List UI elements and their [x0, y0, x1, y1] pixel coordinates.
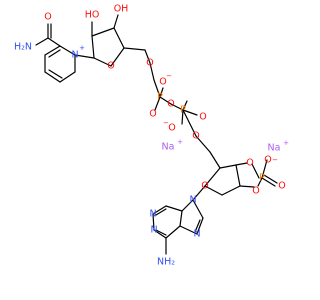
charge-label: −: [163, 119, 169, 127]
atom-label: O: [44, 12, 51, 23]
atom-label: H₂N: [14, 42, 32, 53]
bond: [204, 167, 221, 187]
atom-label: O: [246, 158, 253, 169]
bond: [182, 109, 197, 137]
bond: [149, 62, 155, 81]
atom-label: O: [278, 181, 285, 192]
bond: [155, 229, 167, 236]
bond: [153, 229, 167, 239]
bond: [35, 37, 49, 46]
bond: [261, 159, 268, 179]
bond: [152, 205, 167, 215]
bond: [74, 54, 95, 59]
atom-label: O: [168, 123, 175, 134]
atom-label: P: [180, 105, 186, 116]
bond: [192, 185, 206, 201]
bond: [192, 199, 204, 219]
bond: [144, 49, 151, 64]
atom-label: N: [149, 209, 156, 220]
bond: [91, 27, 115, 37]
charge-label: +: [177, 138, 183, 146]
bond: [159, 96, 172, 105]
bond: [235, 162, 248, 166]
bond: [48, 69, 63, 79]
atom-label: O: [146, 58, 153, 69]
atom-label: O: [149, 109, 156, 120]
bond: [179, 210, 183, 227]
atom-label: O: [107, 61, 114, 72]
atom-label: O: [159, 77, 166, 88]
charge-label: +: [79, 44, 85, 52]
bond: [170, 103, 184, 111]
bond: [257, 177, 263, 187]
charge-label: −: [272, 156, 278, 164]
bond: [179, 225, 198, 235]
bond: [263, 174, 278, 184]
atom-labels: H₂N O N + HO OH O O O − P O O P O O − O …: [14, 4, 289, 268]
bond: [113, 27, 125, 49]
atom-label: O: [199, 112, 206, 123]
chemical-structure-diagram: H₂N O N + HO OH O O O − P O O P O O − O …: [14, 4, 289, 268]
bond: [152, 213, 155, 231]
charge-label: −: [166, 72, 172, 80]
atom-label: OH: [114, 4, 129, 15]
atom-label: P: [157, 92, 163, 103]
bond: [195, 135, 211, 153]
atom-label: N: [150, 225, 157, 236]
bond: [219, 164, 237, 169]
charge-label: +: [283, 139, 289, 147]
bond: [44, 71, 61, 83]
atom-label: O: [167, 99, 174, 110]
bond: [47, 37, 61, 47]
atom-label: O: [252, 186, 259, 197]
bond: [155, 208, 167, 216]
atom-label: N: [71, 50, 78, 61]
bond: [93, 57, 112, 67]
bond: [165, 225, 181, 239]
bond: [91, 35, 95, 59]
bond: [154, 96, 161, 111]
bond: [196, 217, 204, 235]
bond: [261, 177, 276, 187]
bond: [48, 49, 61, 58]
bond: [251, 163, 260, 179]
atom-label: NH₂: [157, 257, 175, 268]
atom-label: P: [259, 173, 265, 184]
bond: [235, 164, 241, 187]
bond: [204, 185, 223, 196]
bond: [194, 219, 201, 233]
atom-label: N: [189, 195, 196, 206]
bond: [165, 205, 183, 212]
bond: [182, 109, 198, 116]
bond: [153, 79, 161, 98]
atom-label: O: [264, 155, 271, 166]
bond: [113, 14, 119, 29]
atom-label: N: [193, 229, 200, 240]
bond: [209, 151, 221, 169]
bond: [59, 45, 76, 56]
bond: [44, 45, 61, 56]
bond: [182, 100, 188, 111]
bond: [181, 199, 194, 212]
bond: [239, 185, 255, 188]
atom-label: O: [201, 181, 208, 192]
bonds: [35, 14, 278, 255]
bond: [221, 185, 241, 196]
bond: [123, 47, 146, 51]
bond: [181, 109, 184, 125]
sodium-label: Na: [162, 142, 175, 153]
atom-label: HO: [85, 10, 100, 21]
sodium-label: Na: [268, 143, 281, 154]
bond: [59, 71, 76, 83]
bond: [110, 47, 125, 67]
bond: [159, 87, 164, 98]
atom-label: O: [192, 131, 199, 142]
